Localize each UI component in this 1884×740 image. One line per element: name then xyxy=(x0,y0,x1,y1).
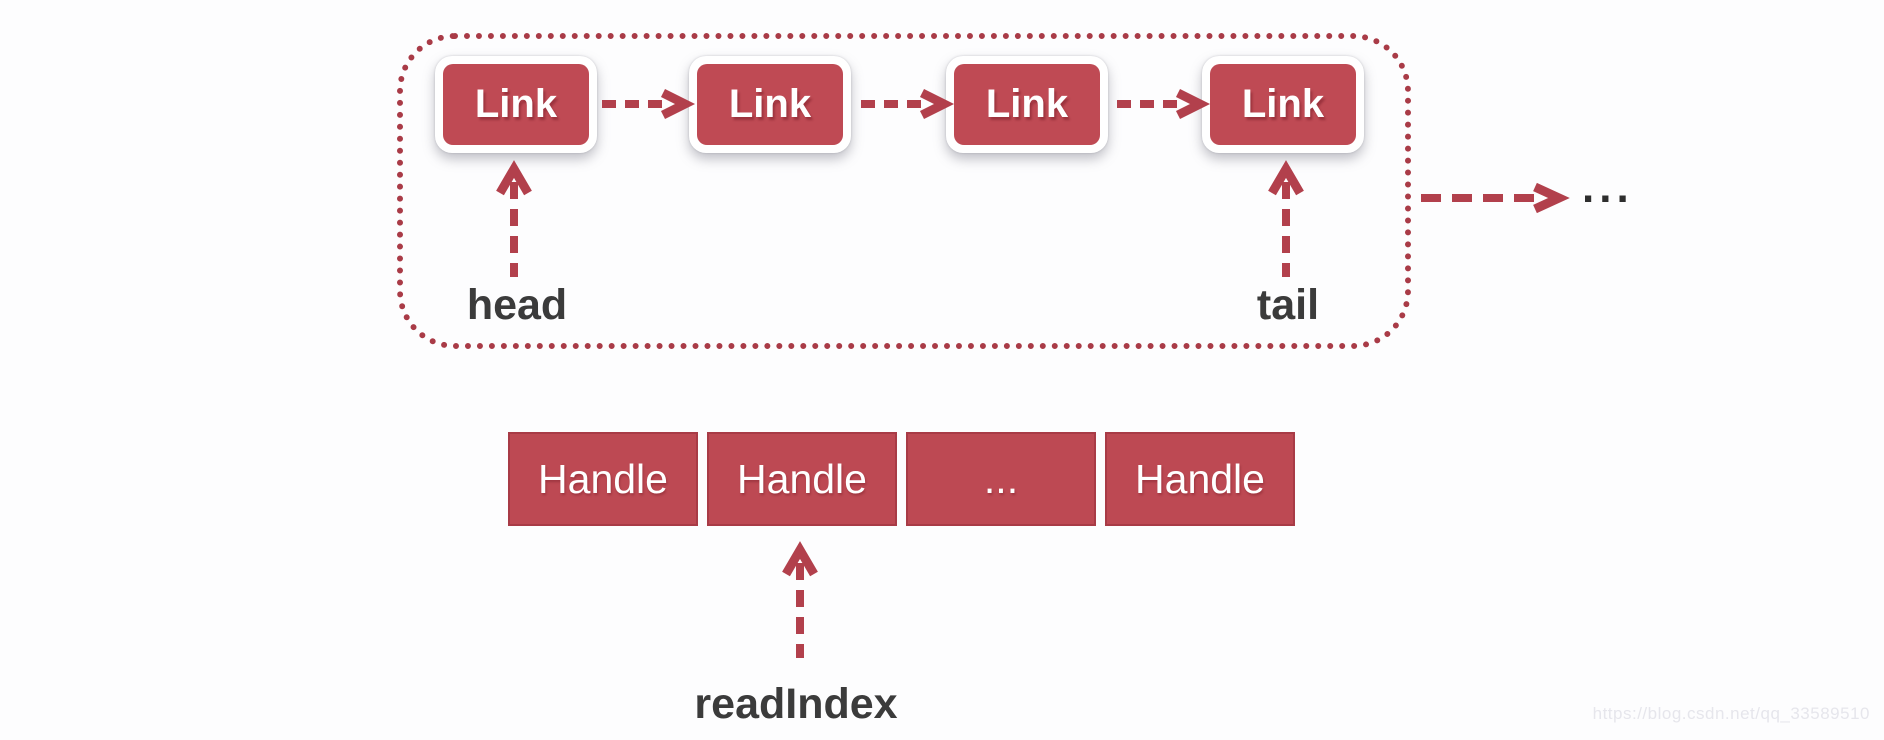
next-pointer-arrow-1 xyxy=(602,88,696,120)
head-label: head xyxy=(466,281,568,329)
link-node-3: Link xyxy=(946,56,1108,153)
link-node-2: Link xyxy=(689,56,851,153)
handle-cell-ellipsis: ... xyxy=(906,432,1096,526)
link-node-1-label: Link xyxy=(443,64,589,145)
link-node-4: Link xyxy=(1202,56,1364,153)
tail-label: tail xyxy=(1256,281,1320,329)
read-index-label: readIndex xyxy=(694,680,898,728)
next-pointer-arrow-2 xyxy=(861,88,955,120)
tail-pointer-arrow xyxy=(1268,160,1304,277)
handle-cell-2: Handle xyxy=(707,432,897,526)
next-pointer-arrow-3 xyxy=(1117,88,1211,120)
link-node-1: Link xyxy=(435,56,597,153)
link-node-3-label: Link xyxy=(954,64,1100,145)
dotted-boundary-frame xyxy=(397,33,1411,349)
head-pointer-arrow xyxy=(496,160,532,277)
link-node-2-label: Link xyxy=(697,64,843,145)
continuation-ellipsis: ... xyxy=(1582,163,1634,212)
handle-cell-3: Handle xyxy=(1105,432,1295,526)
link-node-4-label: Link xyxy=(1210,64,1356,145)
watermark-url: https://blog.csdn.net/qq_33589510 xyxy=(1592,704,1870,723)
read-index-pointer-arrow xyxy=(782,541,818,658)
handle-cell-1: Handle xyxy=(508,432,698,526)
continuation-arrow xyxy=(1421,182,1570,214)
handle-array: Handle Handle ... Handle xyxy=(508,432,1295,526)
